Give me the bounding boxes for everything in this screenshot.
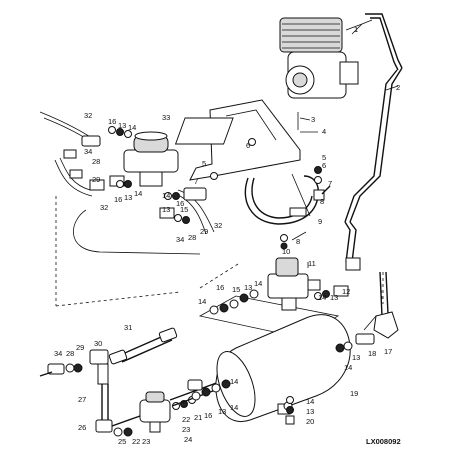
callout-15b: 15 — [180, 205, 188, 214]
callout-2: 2 — [396, 83, 400, 92]
callout-32b: 32 — [100, 203, 108, 212]
callout-5: 5 — [322, 153, 326, 162]
callout-14d: 14 — [344, 363, 352, 372]
callout-14f: 14 — [230, 377, 238, 386]
callout-14g: 14 — [230, 403, 238, 412]
callout-13c: 13 — [352, 353, 360, 362]
leader-lines — [291, 23, 399, 331]
callout-8: 8 — [320, 197, 324, 206]
callout-10: 10 — [282, 247, 290, 256]
callout-32c: 32 — [214, 221, 222, 230]
callout-14e: 14 — [306, 397, 314, 406]
callout-32a: 32 — [84, 111, 92, 120]
callout-28b: 28 — [92, 157, 100, 166]
callout-30: 30 — [94, 339, 102, 348]
callout-16a: 16 — [216, 283, 224, 292]
pipe-31 — [108, 327, 178, 365]
compressor-outlet-pipe — [344, 13, 403, 263]
callout-6: 6 — [322, 161, 326, 170]
tank-strap — [244, 175, 319, 225]
callout-13f: 13 — [118, 121, 126, 130]
callout-24: 24 — [184, 435, 192, 444]
callout-22b: 22 — [132, 437, 140, 446]
callout-34a: 34 — [54, 349, 62, 358]
mounting-bracket — [174, 99, 301, 181]
callout-13g: 13 — [124, 193, 132, 202]
callout-14a: 14 — [318, 293, 326, 302]
figure-code: LX008092 — [366, 437, 401, 446]
callout-18: 18 — [368, 349, 376, 358]
callout-21: 21 — [194, 413, 202, 422]
callout-3: 3 — [311, 115, 315, 124]
governor-valve — [123, 131, 179, 187]
callout-8b: 8 — [296, 237, 300, 246]
bracket-hardware — [210, 138, 331, 250]
callout-15a: 15 — [232, 285, 240, 294]
callout-19: 19 — [350, 389, 358, 398]
air-compressor — [279, 17, 373, 99]
callout-16d: 16 — [114, 195, 122, 204]
callout-11: 11 — [308, 259, 316, 268]
unloader-valve — [198, 257, 340, 339]
callout-16e: 16 — [176, 199, 184, 208]
unloader-fittings — [209, 257, 361, 315]
callout-16b: 16 — [204, 411, 212, 420]
callout-20: 20 — [306, 417, 314, 426]
left-washers — [108, 126, 190, 224]
callout-14j: 14 — [162, 191, 170, 200]
callout-14h: 14 — [128, 123, 136, 132]
callout-23b: 23 — [142, 437, 150, 446]
callout-4: 4 — [322, 127, 326, 136]
callout-34c: 34 — [176, 235, 184, 244]
callout-12: 12 — [342, 287, 350, 296]
tank-drain-fittings — [285, 396, 295, 425]
callout-6b: 6 — [246, 141, 250, 150]
callout-33: 33 — [162, 113, 170, 122]
callout-1: 1 — [354, 25, 358, 34]
callout-25: 25 — [118, 437, 126, 446]
callout-7: 7 — [328, 179, 332, 188]
callout-13h: 13 — [162, 205, 170, 214]
lower-left-fittings — [39, 349, 141, 437]
callout-14c: 14 — [254, 279, 262, 288]
callouts: 1 2 3 4 5 5 6 6 7 7 8 8 9 10 11 12 13 14… — [54, 25, 400, 446]
callout-13d: 13 — [306, 407, 314, 416]
right-outlet-elbow — [335, 271, 399, 353]
callout-27: 27 — [78, 395, 86, 404]
callout-23a: 23 — [182, 425, 190, 434]
callout-13e: 13 — [218, 407, 226, 416]
callout-29b: 29 — [92, 175, 100, 184]
callout-9: 9 — [318, 217, 322, 226]
left-air-lines — [39, 111, 215, 255]
callout-7b: 7 — [194, 177, 198, 186]
callout-29c: 29 — [200, 227, 208, 236]
callout-34b: 34 — [84, 147, 92, 156]
callout-5b: 5 — [202, 159, 206, 168]
callout-28c: 28 — [188, 233, 196, 242]
callout-14i: 14 — [134, 189, 142, 198]
callout-17: 17 — [384, 347, 392, 356]
air-reservoir-tank — [215, 314, 351, 423]
callout-28a: 28 — [66, 349, 74, 358]
callout-16c: 16 — [108, 117, 116, 126]
callout-13b: 13 — [244, 283, 252, 292]
callout-29a: 29 — [76, 343, 84, 352]
callout-13a: 13 — [330, 293, 338, 302]
tank-inlet-fittings — [187, 379, 231, 401]
callout-31: 31 — [124, 323, 132, 332]
callout-22a: 22 — [182, 415, 190, 424]
callout-14b: 14 — [198, 297, 206, 306]
callout-26: 26 — [78, 423, 86, 432]
